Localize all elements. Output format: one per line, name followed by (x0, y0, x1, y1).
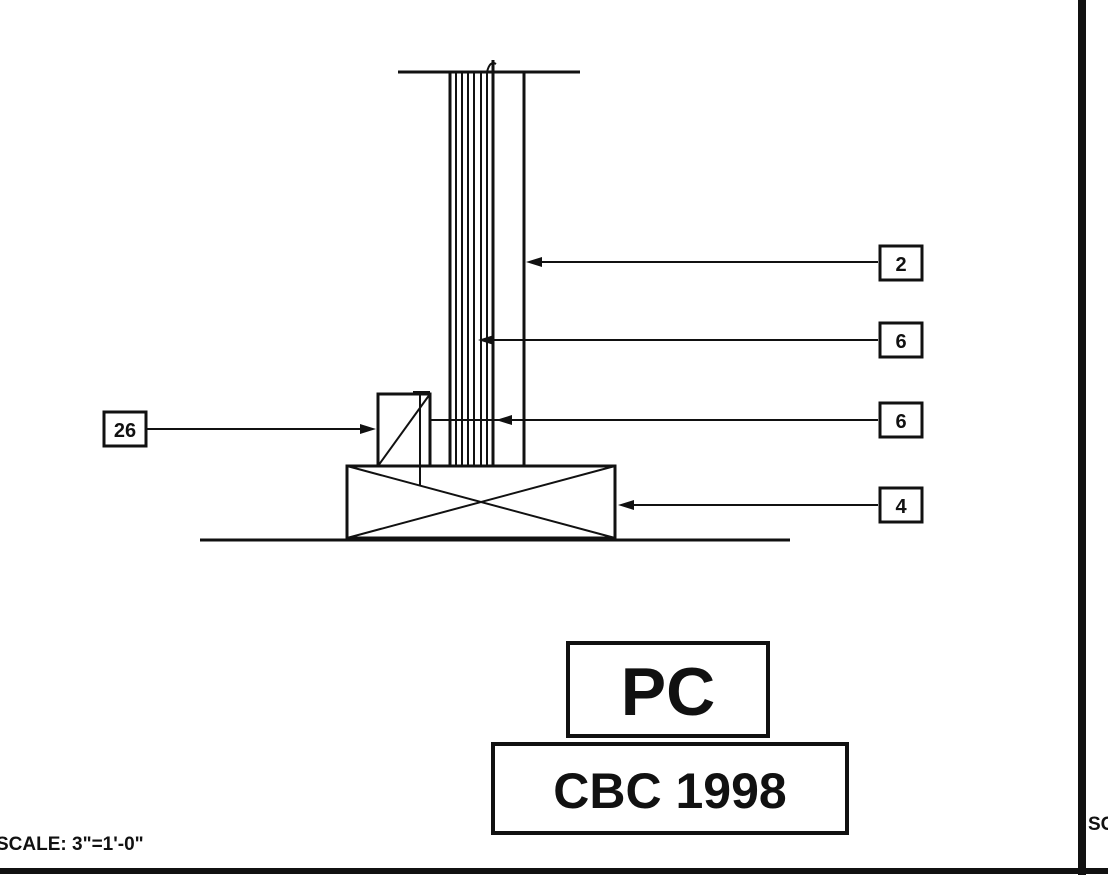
callout-tag-label: 6 (895, 331, 906, 353)
leader-4 (618, 500, 878, 510)
callout-tag-6-upper: 6 (878, 321, 924, 359)
callout-tag-label: 4 (895, 496, 907, 518)
callout-tag-label: 26 (114, 420, 136, 442)
callout-tag-label: 6 (895, 411, 906, 433)
leader-6-lower (430, 415, 878, 425)
leader-2 (526, 257, 878, 267)
callout-tag-4: 4 (878, 486, 924, 524)
stamp-code: PC (621, 654, 715, 730)
callout-tag-26: 26 (102, 410, 148, 448)
leader-6-upper (478, 335, 878, 345)
scale-note-cut: SC (1088, 814, 1108, 835)
plan-check-stamp: PC CBC 1998 (491, 641, 849, 835)
stamp-standard: CBC 1998 (553, 763, 786, 819)
callout-tag-2: 2 (878, 244, 924, 282)
leader-26 (146, 424, 376, 434)
callout-tag-6-lower: 6 (878, 401, 924, 439)
sill-block (376, 391, 432, 486)
concrete-footing (345, 464, 617, 540)
scale-note: SCALE: 3"=1'-0" (0, 834, 144, 855)
stud-wall (448, 60, 526, 466)
callout-tag-label: 2 (895, 254, 906, 276)
